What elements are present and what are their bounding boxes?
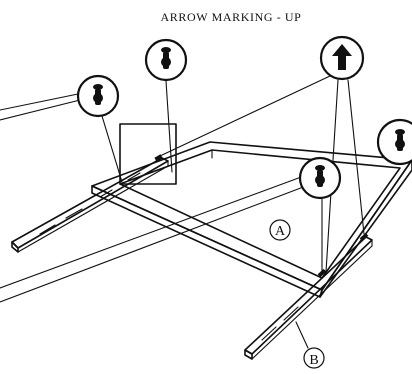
- frame-panel-a: [91, 141, 412, 298]
- screw-icon: [161, 47, 171, 69]
- screw-icon: [315, 165, 325, 187]
- part-label-a: A: [269, 219, 291, 241]
- left-rail: [11, 154, 169, 253]
- leader-lines: [0, 75, 365, 349]
- screw-callout-right: [376, 118, 412, 166]
- part-label-b: B: [303, 347, 325, 369]
- arrow-callout: [319, 35, 365, 81]
- part-label-b-text: B: [309, 353, 318, 368]
- right-rail-b: [244, 232, 373, 360]
- arrow-marking-heading: ARROW MARKING - UP: [161, 10, 302, 24]
- part-label-a-text: A: [275, 224, 286, 239]
- screw-callout-top-center: [144, 38, 188, 82]
- screw-icon: [93, 84, 103, 105]
- arrow-up-icon: [332, 44, 352, 70]
- detail-magnifier-box: [119, 123, 177, 185]
- screw-callout-top-left: [76, 74, 120, 118]
- screw-callout-center: [298, 156, 342, 200]
- screw-icon: [395, 129, 405, 151]
